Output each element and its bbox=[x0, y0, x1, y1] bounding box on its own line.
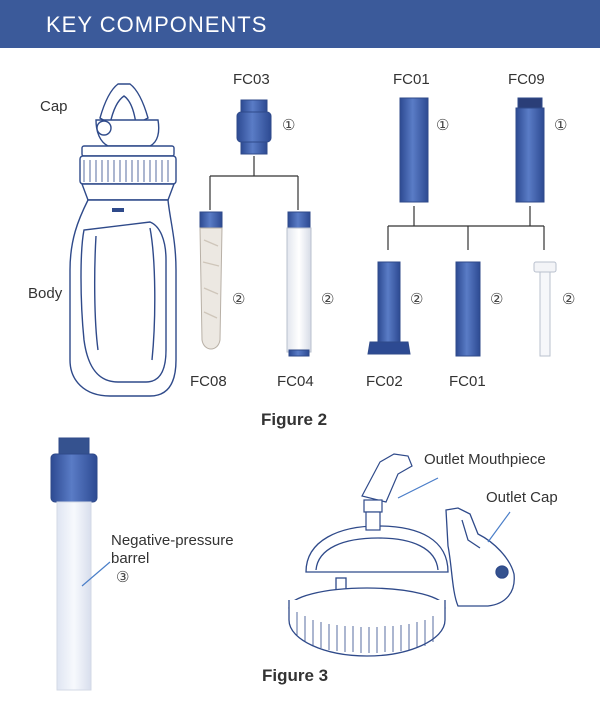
fc04-filter bbox=[286, 211, 312, 357]
outlet-base-drawing bbox=[288, 525, 449, 657]
fc04-label: FC04 bbox=[277, 373, 314, 390]
barrel-label-line2: barrel bbox=[111, 550, 150, 567]
fc01-top-label: FC01 bbox=[393, 71, 430, 88]
outlet-cap-label: Outlet Cap bbox=[486, 489, 558, 506]
fc03-filter bbox=[236, 99, 272, 155]
bottle-drawing bbox=[69, 83, 177, 397]
mouthpiece-leader-line bbox=[397, 477, 439, 499]
fc08-filter bbox=[199, 211, 223, 350]
negative-pressure-barrel bbox=[50, 437, 98, 691]
body-label: Body bbox=[28, 285, 63, 302]
fc04-marker: ② bbox=[321, 291, 335, 308]
fc03-marker: ① bbox=[282, 117, 296, 134]
header-banner: KEY COMPONENTS bbox=[0, 0, 600, 48]
cap-label: Cap bbox=[40, 98, 68, 115]
fc01-top-filter bbox=[399, 97, 429, 203]
fc01-top-marker: ① bbox=[436, 117, 450, 134]
barrel-leader-line bbox=[81, 561, 111, 587]
right-branch bbox=[387, 206, 545, 250]
figure-3-caption: Figure 3 bbox=[262, 666, 329, 685]
fc03-label: FC03 bbox=[233, 71, 270, 88]
fc09-marker: ① bbox=[554, 117, 568, 134]
barrel-label-line1: Negative-pressure bbox=[111, 532, 234, 549]
fc01-bottom-label: FC01 bbox=[449, 373, 486, 390]
straw-marker: ② bbox=[562, 291, 576, 308]
fc01-bottom-marker: ② bbox=[490, 291, 504, 308]
straw-tube bbox=[533, 261, 557, 357]
barrel-marker: ③ bbox=[116, 569, 130, 586]
fc02-marker: ② bbox=[410, 291, 424, 308]
fc02-filter bbox=[367, 261, 411, 355]
page-title: KEY COMPONENTS bbox=[46, 12, 268, 37]
fc01-bottom-filter bbox=[455, 261, 481, 357]
fc08-marker: ② bbox=[232, 291, 246, 308]
fc09-label: FC09 bbox=[508, 71, 545, 88]
fc08-label: FC08 bbox=[190, 373, 227, 390]
fc09-top-filter bbox=[515, 97, 545, 203]
figure-2-caption: Figure 2 bbox=[261, 410, 328, 429]
mouthpiece-drawing bbox=[361, 453, 413, 531]
fc03-branch bbox=[209, 156, 299, 210]
fc02-label: FC02 bbox=[366, 373, 403, 390]
outlet-cap-drawing bbox=[445, 507, 515, 607]
outlet-cap-leader-line bbox=[487, 511, 511, 543]
outlet-mouthpiece-label: Outlet Mouthpiece bbox=[424, 451, 546, 468]
